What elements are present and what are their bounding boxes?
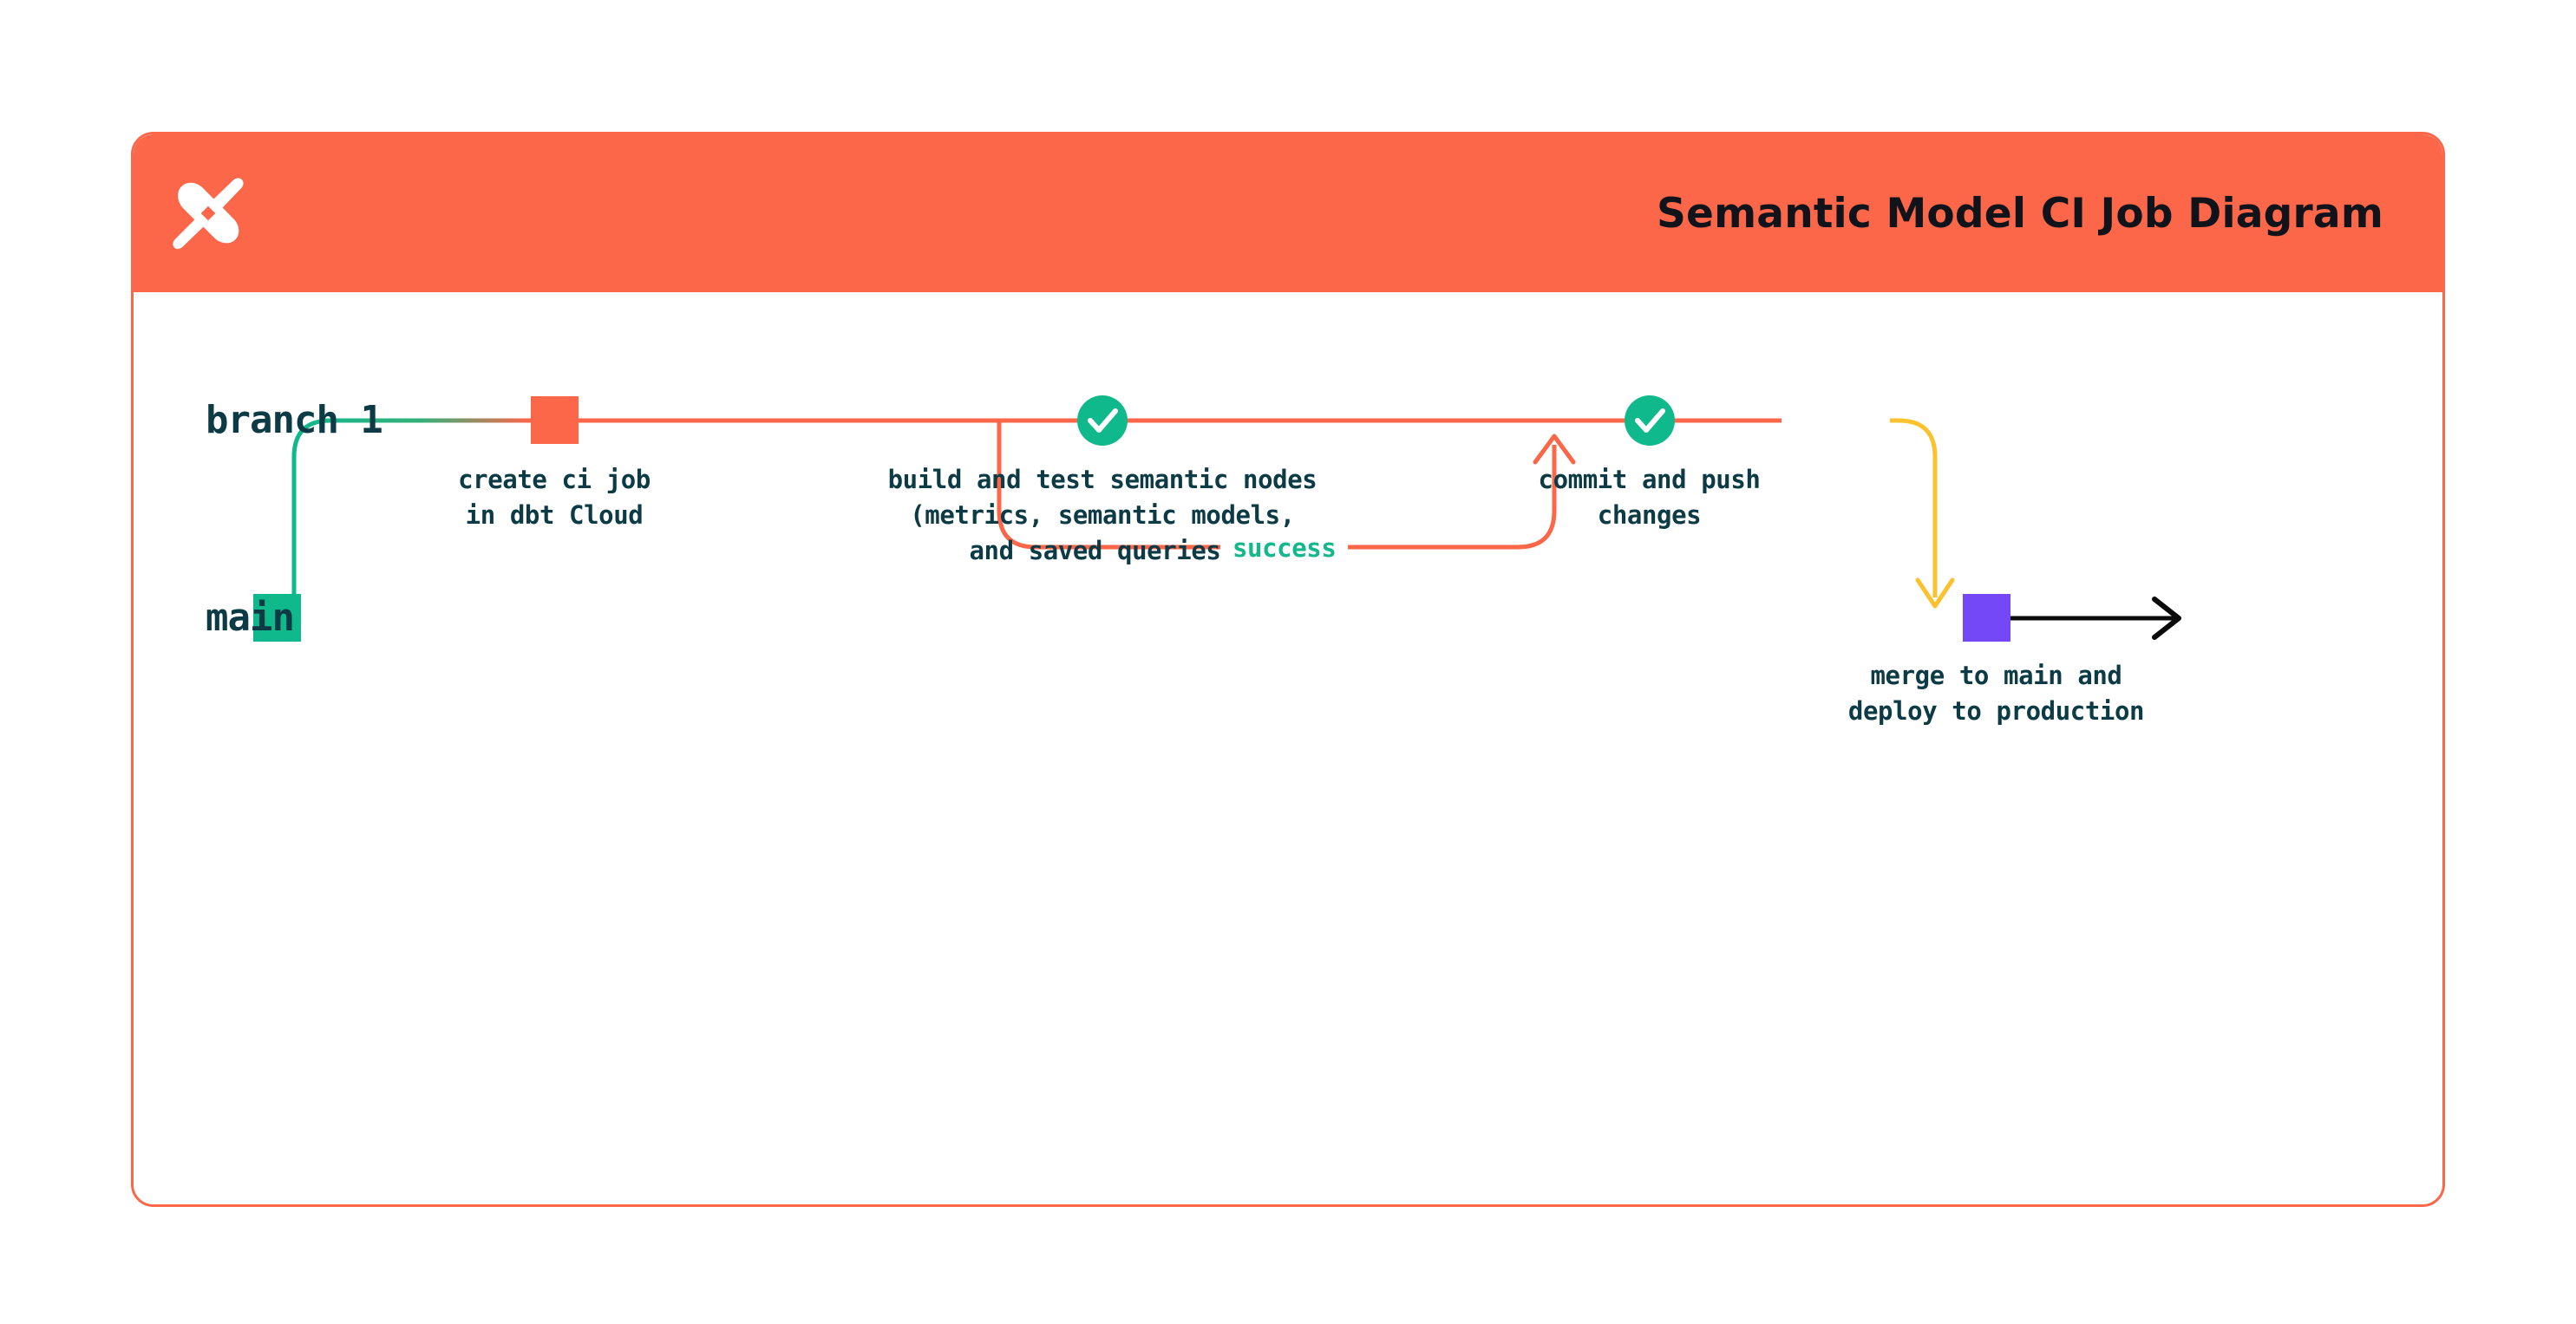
card-body: branch 1 main create ci job in dbt Cloud… <box>134 292 2442 1204</box>
dbt-logo-icon <box>168 173 248 253</box>
card-header: Semantic Model CI Job Diagram <box>134 134 2442 292</box>
merge-arrowhead-down <box>1915 577 1955 609</box>
node-label-build-and-test: build and test semantic nodes (metrics, … <box>887 465 1317 566</box>
node-label-merge-to-main: merge to main and deploy to production <box>1847 661 2145 727</box>
node-create-ci-job[interactable] <box>531 396 579 444</box>
diagram-card: Semantic Model CI Job Diagram <box>131 132 2445 1207</box>
check-icon-2 <box>1635 408 1665 433</box>
success-loop-arrowhead-up <box>1533 434 1576 465</box>
node-commit-and-push[interactable] <box>1625 395 1675 446</box>
merge-edge <box>1890 418 1938 597</box>
page-title: Semantic Model CI Job Diagram <box>1656 189 2383 238</box>
git-flow-diagram <box>253 395 2181 642</box>
lane-label-main: main <box>206 596 295 640</box>
edge-label-success: success <box>1220 533 1349 563</box>
check-icon <box>1088 408 1118 433</box>
node-build-and-test[interactable] <box>1077 395 1128 446</box>
node-merge-to-main[interactable] <box>1963 594 2010 642</box>
node-label-create-ci-job: create ci job in dbt Cloud <box>458 465 651 531</box>
main-continues-arrowhead <box>2152 597 2181 640</box>
node-label-commit-and-push: commit and push changes <box>1538 465 1761 531</box>
lane-label-branch-1: branch 1 <box>206 398 383 442</box>
